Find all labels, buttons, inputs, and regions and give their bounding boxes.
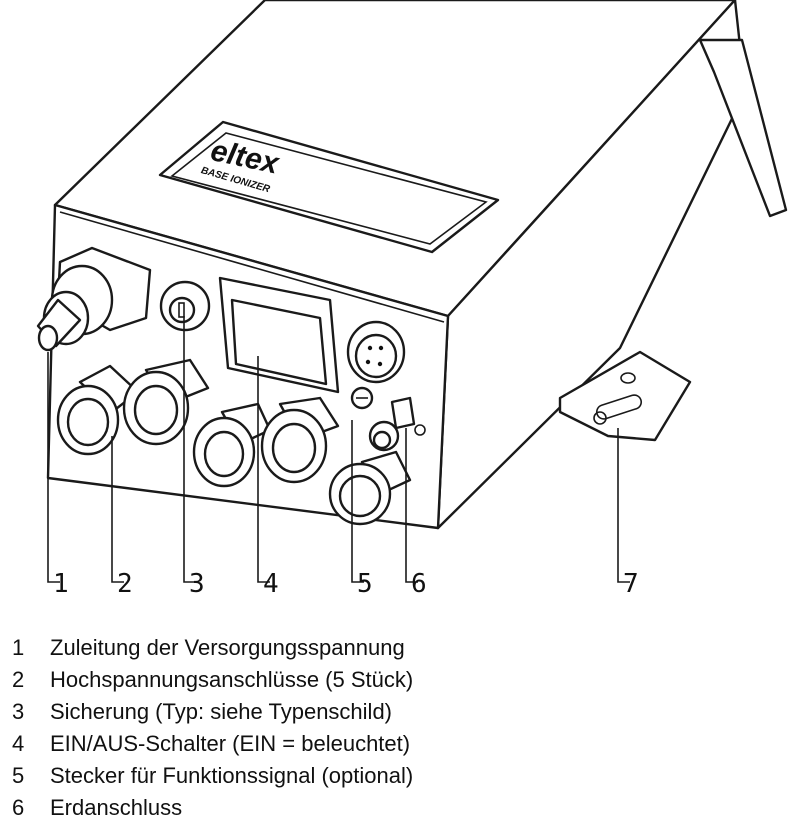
legend-number: 3: [12, 699, 25, 724]
legend-text: Sicherung (Typ: siehe Typenschild): [50, 699, 392, 724]
power-cable-gland: [36, 246, 152, 352]
fuse-holder: [159, 280, 211, 332]
device-drawing: eltex BASE IONIZER: [36, 0, 788, 599]
earth-terminal: [350, 386, 426, 452]
legend-item: 3 Sicherung (Typ: siehe Typenschild): [0, 696, 800, 728]
legend-text: Hochspannungsanschlüsse (5 Stück): [50, 667, 414, 692]
mounting-bracket: [558, 350, 692, 442]
callout-7: 7: [623, 569, 639, 599]
hv-connectors: [56, 358, 412, 526]
legend-item: 6 Erdanschluss: [0, 792, 800, 824]
hv-connector: [328, 450, 412, 526]
legend-item: 1 Zuleitung der Versorgungsspannung: [0, 632, 800, 664]
hv-connector: [56, 364, 140, 456]
legend-text: EIN/AUS-Schalter (EIN = beleuchtet): [50, 731, 411, 756]
legend-number: 2: [12, 667, 25, 692]
legend-text: Zuleitung der Versorgungsspannung: [50, 635, 405, 660]
housing-lid: [698, 38, 788, 218]
legend-number: 4: [12, 731, 25, 756]
legend-item: 4 EIN/AUS-Schalter (EIN = beleuchtet): [0, 728, 800, 760]
legend-list: 1 Zuleitung der Versorgungsspannung 2 Ho…: [0, 632, 800, 824]
signal-connector: [346, 320, 406, 384]
callout-4: 4: [263, 569, 279, 599]
legend-item: 5 Stecker für Funktionssignal (optional): [0, 760, 800, 792]
callout-leaders: [47, 316, 630, 583]
hv-connector: [122, 358, 210, 446]
legend-text: Stecker für Funktionssignal (optional): [50, 763, 414, 788]
on-off-switch: [218, 276, 340, 394]
callout-5: 5: [357, 569, 373, 599]
legend-number: 6: [12, 795, 25, 820]
callout-6: 6: [411, 569, 427, 599]
legend-number: 1: [12, 635, 25, 660]
legend-number: 5: [12, 763, 25, 788]
legend-item: 2 Hochspannungsanschlüsse (5 Stück): [0, 664, 800, 696]
callout-2: 2: [117, 569, 133, 599]
callout-3: 3: [189, 569, 205, 599]
label-plate: eltex BASE IONIZER: [158, 120, 500, 254]
hv-connector: [260, 396, 340, 484]
legend-text: Erdanschluss: [50, 795, 183, 820]
callout-1: 1: [53, 569, 69, 599]
